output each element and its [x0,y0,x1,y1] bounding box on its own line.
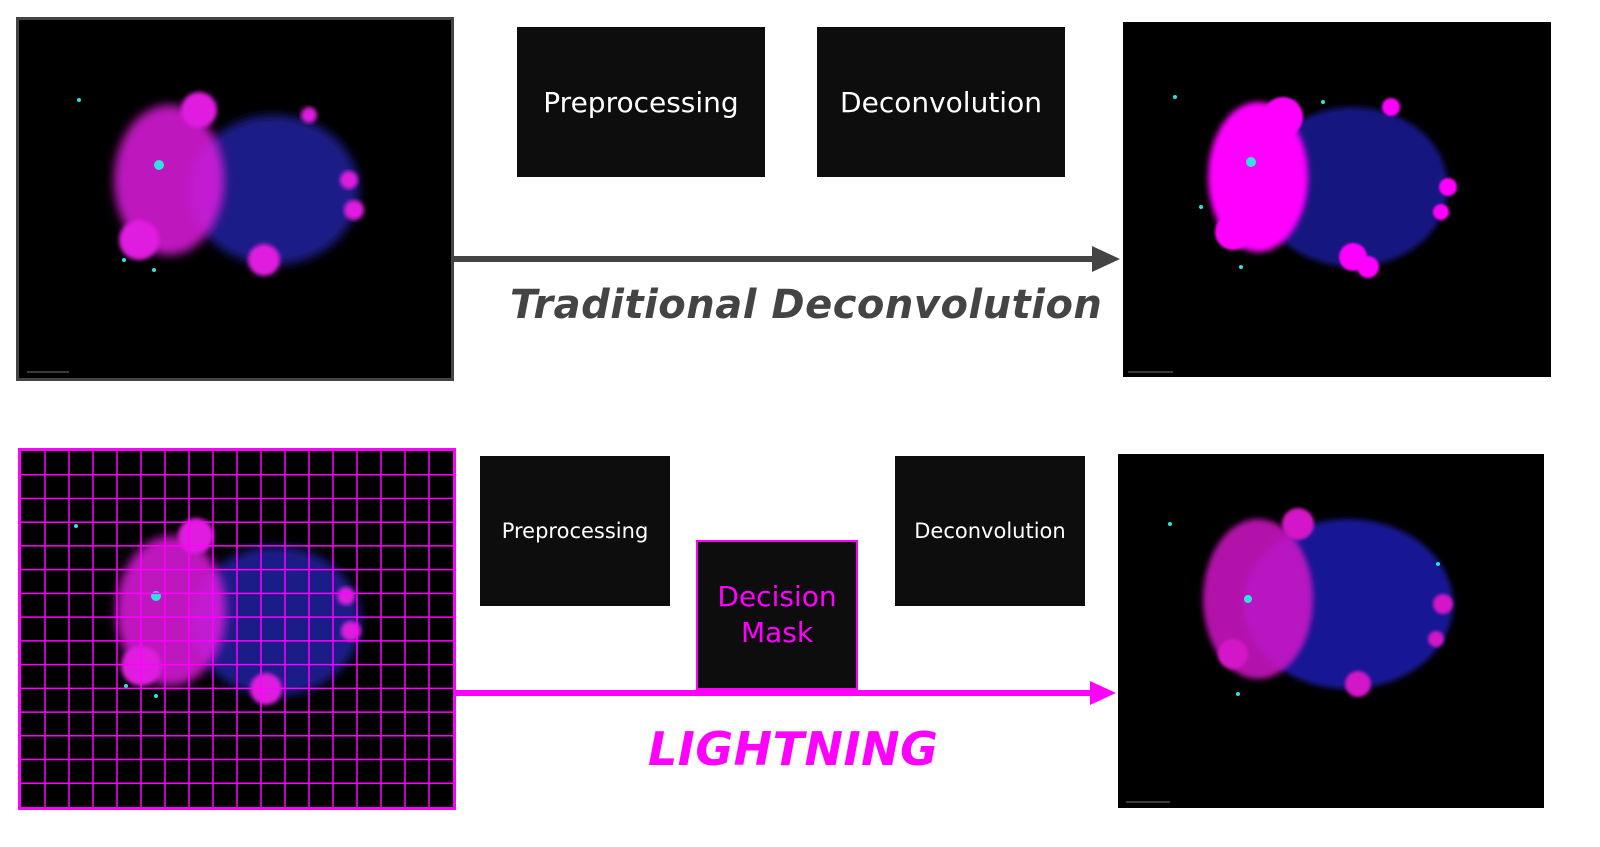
decision-mask-label: Decision Mask [717,579,837,649]
traditional-arrow-icon [452,246,1120,272]
lightning-title: LIGHTNING [648,722,939,776]
lightning-input-image [18,448,456,810]
lightning-preprocessing-label: Preprocessing [501,519,649,543]
traditional-preprocessing-box: Preprocessing [517,27,765,177]
cell-image-lightning [1126,508,1453,803]
lightning-preprocessing-box: Preprocessing [480,456,670,606]
traditional-title: Traditional Deconvolution [510,282,1103,328]
traditional-input-image [16,17,454,381]
cell-image-raw [27,92,364,373]
cell-image-raw-tiled [21,451,453,807]
cell-image-deconvolved [1128,95,1457,373]
lightning-arrow-icon [454,681,1116,705]
lightning-output-image [1118,454,1544,808]
traditional-deconvolution-label: Deconvolution [840,85,1042,119]
lightning-decision-mask-box: Decision Mask [696,540,858,690]
traditional-deconvolution-box: Deconvolution [817,27,1065,177]
traditional-output-image [1123,22,1551,377]
tile-grid-icon [21,451,453,807]
lightning-deconvolution-label: Deconvolution [914,519,1066,543]
traditional-preprocessing-label: Preprocessing [543,85,739,119]
lightning-deconvolution-box: Deconvolution [895,456,1085,606]
